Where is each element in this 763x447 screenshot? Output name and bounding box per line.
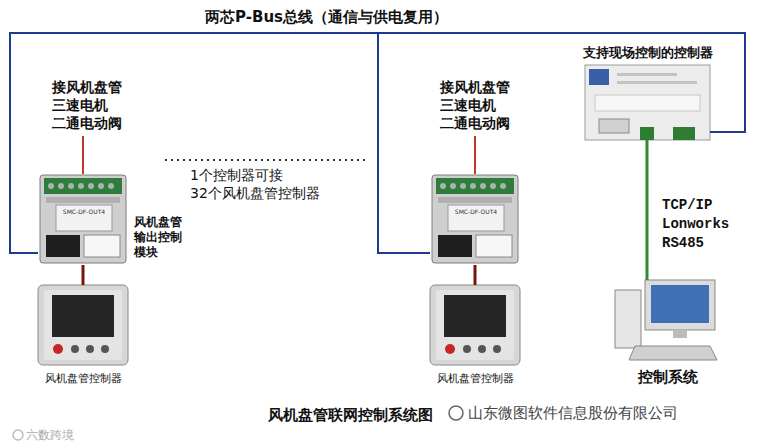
thermostat-frame (38, 285, 128, 365)
screw (450, 183, 456, 189)
button (86, 345, 94, 353)
wiring-note: 接风机盘管 三速电机 二通电动阀 (440, 78, 510, 132)
serial-port (599, 119, 629, 133)
controller-picture (585, 65, 710, 140)
protocol-label: TCP/IP Lonworks RS485 (660, 196, 731, 253)
keyboard (629, 346, 717, 360)
connector-black (438, 235, 472, 257)
leader-line (82, 136, 84, 174)
controller-heading: 支持现场控制的控制器 (575, 44, 720, 62)
pc-tower (615, 290, 641, 348)
panel-line (617, 81, 697, 84)
panel-line (617, 73, 677, 76)
button (71, 345, 79, 353)
thermostat-screen (52, 295, 114, 337)
panel-window (595, 95, 700, 111)
terminal-screws (440, 183, 506, 189)
module-label-plate (56, 205, 112, 231)
module-body (432, 175, 518, 263)
leader-line (474, 136, 476, 174)
thermostat: 风机盘管控制器 (430, 285, 520, 365)
computer-picture (615, 280, 717, 360)
screw (78, 183, 84, 189)
thermostat-face (436, 290, 514, 360)
screw (470, 183, 476, 189)
output-module: SMC-DF-OUT4 (430, 175, 520, 265)
screw (490, 183, 496, 189)
button (493, 345, 501, 353)
screw (460, 183, 466, 189)
screw (440, 183, 446, 189)
module-rib (46, 197, 120, 203)
thermostat: 风机盘管控制器 (38, 285, 128, 365)
screw (480, 183, 486, 189)
control-system: 控制系统 (615, 280, 720, 362)
monitor (645, 280, 715, 330)
screw (58, 183, 64, 189)
output-module: SMC-DF-OUT4风机盘管 输出控制 模块 (38, 175, 128, 265)
terminal-block (640, 127, 654, 140)
thermostat-face (44, 290, 122, 360)
model-tag: SMC-DF-OUT4 (450, 208, 502, 215)
terminal-strip (44, 178, 122, 194)
screw (48, 183, 54, 189)
terminal-screws (48, 183, 114, 189)
screw (68, 183, 74, 189)
thermostat-screen (444, 295, 506, 337)
module-label-plate (448, 205, 504, 231)
power-button (53, 344, 63, 354)
thermostat-frame (430, 285, 520, 365)
module-heading: 风机盘管 输出控制 模块 (134, 215, 182, 260)
p-bus-line (378, 33, 745, 253)
model-tag: SMC-DF-OUT4 (58, 208, 110, 215)
button (478, 345, 486, 353)
device-caption: 风机盘管控制器 (430, 371, 520, 386)
diagram-caption: 风机盘管联网控制系统图 (268, 406, 433, 425)
terminal-block (673, 127, 695, 140)
capacity-note: 1个控制器可接 32个风机盘管控制器 (190, 166, 320, 202)
watermark: 山东微图软件信息股份有限公司 (468, 404, 678, 423)
screw (500, 183, 506, 189)
wiring-note: 接风机盘管 三速电机 二通电动阀 (52, 78, 122, 132)
dotted-line (165, 159, 365, 161)
screw (108, 183, 114, 189)
connector-white (84, 235, 120, 257)
output-module-picture (40, 175, 126, 263)
controller-body (585, 65, 710, 140)
connector-white (476, 235, 512, 257)
module-rib (438, 197, 512, 203)
power-button (445, 344, 455, 354)
thermostat-picture (430, 285, 520, 365)
controller-logo (589, 69, 609, 85)
fan-cable (474, 265, 477, 285)
thermostat-picture (38, 285, 128, 365)
p-bus-line (10, 33, 745, 253)
module-body (40, 175, 126, 263)
button (101, 345, 109, 353)
fan-cable (82, 265, 85, 285)
device-caption: 风机盘管控制器 (38, 371, 128, 386)
network-cable (646, 140, 649, 280)
watermark: 六数跨境 (26, 427, 74, 444)
watermark-icon (13, 430, 23, 440)
button (463, 345, 471, 353)
output-module-picture (432, 175, 518, 263)
connector-black (46, 235, 80, 257)
field-controller: 支持现场控制的控制器 (585, 65, 710, 140)
screw (88, 183, 94, 189)
monitor-stand (673, 330, 687, 338)
bus-label: 两芯P-Bus总线（通信与供电复用） (205, 8, 448, 27)
screw (98, 183, 104, 189)
device-caption: 控制系统 (615, 368, 720, 387)
watermark-icon (449, 406, 463, 420)
monitor-screen (651, 285, 709, 323)
terminal-strip (436, 178, 514, 194)
